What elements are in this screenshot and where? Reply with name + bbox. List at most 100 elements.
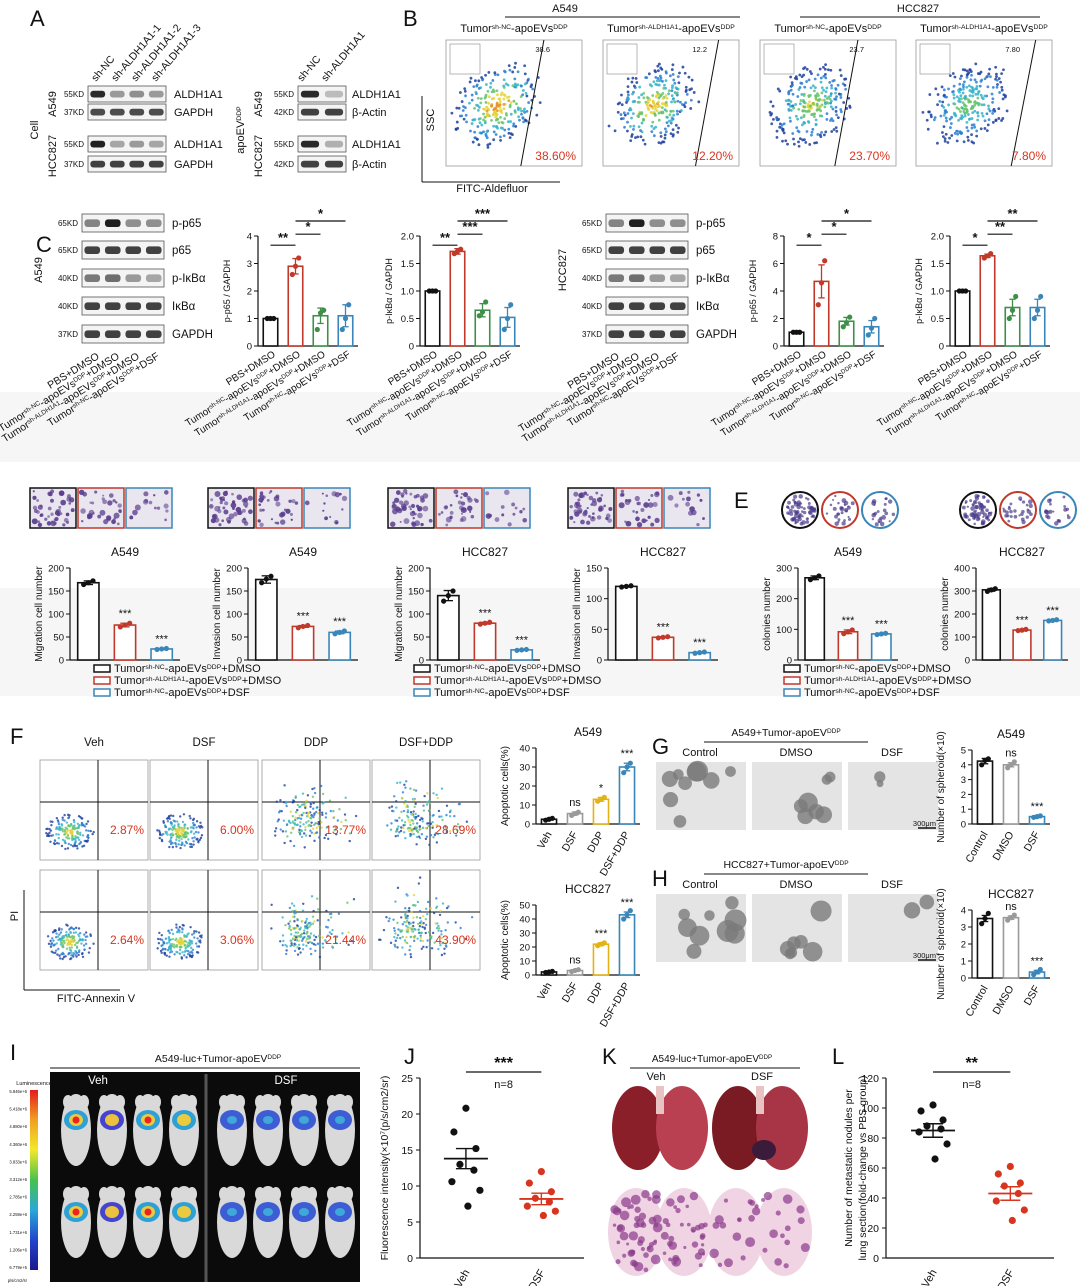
colony <box>787 500 791 505</box>
cell-event <box>440 930 443 933</box>
cell-event <box>974 87 977 91</box>
bar <box>436 594 460 661</box>
cell-event <box>49 939 52 943</box>
cell-event <box>985 129 989 133</box>
stained-cell <box>105 515 112 521</box>
stained-cell <box>46 521 52 526</box>
cell-event <box>463 87 467 90</box>
stained-cell <box>640 507 645 512</box>
colony <box>1013 514 1018 519</box>
blot-band <box>148 108 164 116</box>
cell-event <box>462 117 466 121</box>
cell-event <box>494 118 498 122</box>
stained-cell <box>163 503 169 509</box>
cell-event <box>813 141 816 145</box>
text-part: A549-luc+Tumor-apoEV <box>652 1054 760 1065</box>
cell-event <box>403 783 406 786</box>
cell-event <box>74 836 77 840</box>
cell-event <box>949 122 953 125</box>
cell-event <box>169 814 173 817</box>
cell-event <box>436 832 440 836</box>
cell-event <box>180 940 184 944</box>
cell-event <box>167 827 171 830</box>
cell-event <box>435 926 439 930</box>
data-point <box>341 628 347 634</box>
cell-event <box>669 132 673 136</box>
cell-event <box>805 67 809 71</box>
superscript: sh-NC <box>492 24 511 31</box>
cell-event <box>287 922 290 925</box>
cell-event <box>648 98 652 102</box>
tumor-nodule <box>712 1221 720 1229</box>
cell-event <box>63 828 67 832</box>
significance-mark: *** <box>475 206 491 221</box>
data-point <box>797 329 803 335</box>
stained-cell <box>89 501 92 504</box>
colony <box>808 510 812 514</box>
stained-cell <box>398 500 404 505</box>
tumor-nodule <box>610 1205 619 1214</box>
tumor-nodule <box>699 1234 705 1240</box>
significance-mark: *** <box>595 928 609 940</box>
cell-event <box>277 818 280 821</box>
cell-event <box>403 821 407 824</box>
cell-event <box>164 937 168 940</box>
cell-event <box>57 836 60 840</box>
cell-event <box>786 142 789 146</box>
stained-cell <box>588 495 594 501</box>
blot-band <box>324 140 344 148</box>
cell-event <box>67 933 70 936</box>
cell-event <box>988 109 992 113</box>
cell-event <box>418 876 422 879</box>
cell-event <box>523 82 527 86</box>
cell-event <box>428 816 432 819</box>
legend-entry: Tumorsh-NC-apoEVsDDP+DSF <box>804 687 940 699</box>
colony <box>883 502 887 506</box>
blot-band <box>84 246 101 254</box>
text-part: Tumor <box>434 663 466 675</box>
panel-letter-G: G <box>652 734 669 759</box>
stained-cell <box>403 518 410 524</box>
cell-event <box>494 133 498 136</box>
tumor-nodule <box>673 1205 678 1209</box>
x-tick-label: DMSO <box>990 830 1016 863</box>
colony <box>832 506 837 511</box>
cell-event <box>957 118 960 122</box>
cell-event <box>84 829 88 832</box>
stained-cell <box>494 517 500 522</box>
stained-cell <box>218 506 221 509</box>
mw-label: 65KD <box>582 219 602 228</box>
cell-event <box>298 828 301 832</box>
cell-event <box>67 842 71 846</box>
cell-event <box>320 811 324 814</box>
cell-event <box>514 61 517 65</box>
cell-event <box>320 826 323 829</box>
data-point <box>450 588 456 594</box>
cell-event <box>458 802 461 806</box>
cell-event <box>820 130 824 134</box>
cell-event <box>520 109 523 113</box>
cell-event <box>420 931 423 935</box>
cell-event <box>613 129 617 133</box>
mouse <box>289 1186 319 1258</box>
cell-event <box>825 112 829 116</box>
tumor-nodule <box>724 1258 733 1268</box>
cell-event <box>652 134 656 138</box>
tumor-nodule <box>647 1196 652 1202</box>
cell-event <box>648 103 652 107</box>
cell-event <box>822 65 825 69</box>
cell-event <box>794 114 798 118</box>
data-point <box>289 271 295 278</box>
cell-event <box>816 73 820 77</box>
colony <box>973 517 976 520</box>
cell-event <box>641 138 645 142</box>
mouse-ear <box>171 1095 181 1109</box>
cell-event <box>390 805 394 808</box>
chart-title: A549 <box>997 727 1025 741</box>
stained-cell <box>241 508 246 513</box>
cell-event <box>524 91 528 95</box>
text-part: +DSF <box>541 687 570 699</box>
cell-event <box>491 79 495 82</box>
stained-cell <box>457 500 462 505</box>
